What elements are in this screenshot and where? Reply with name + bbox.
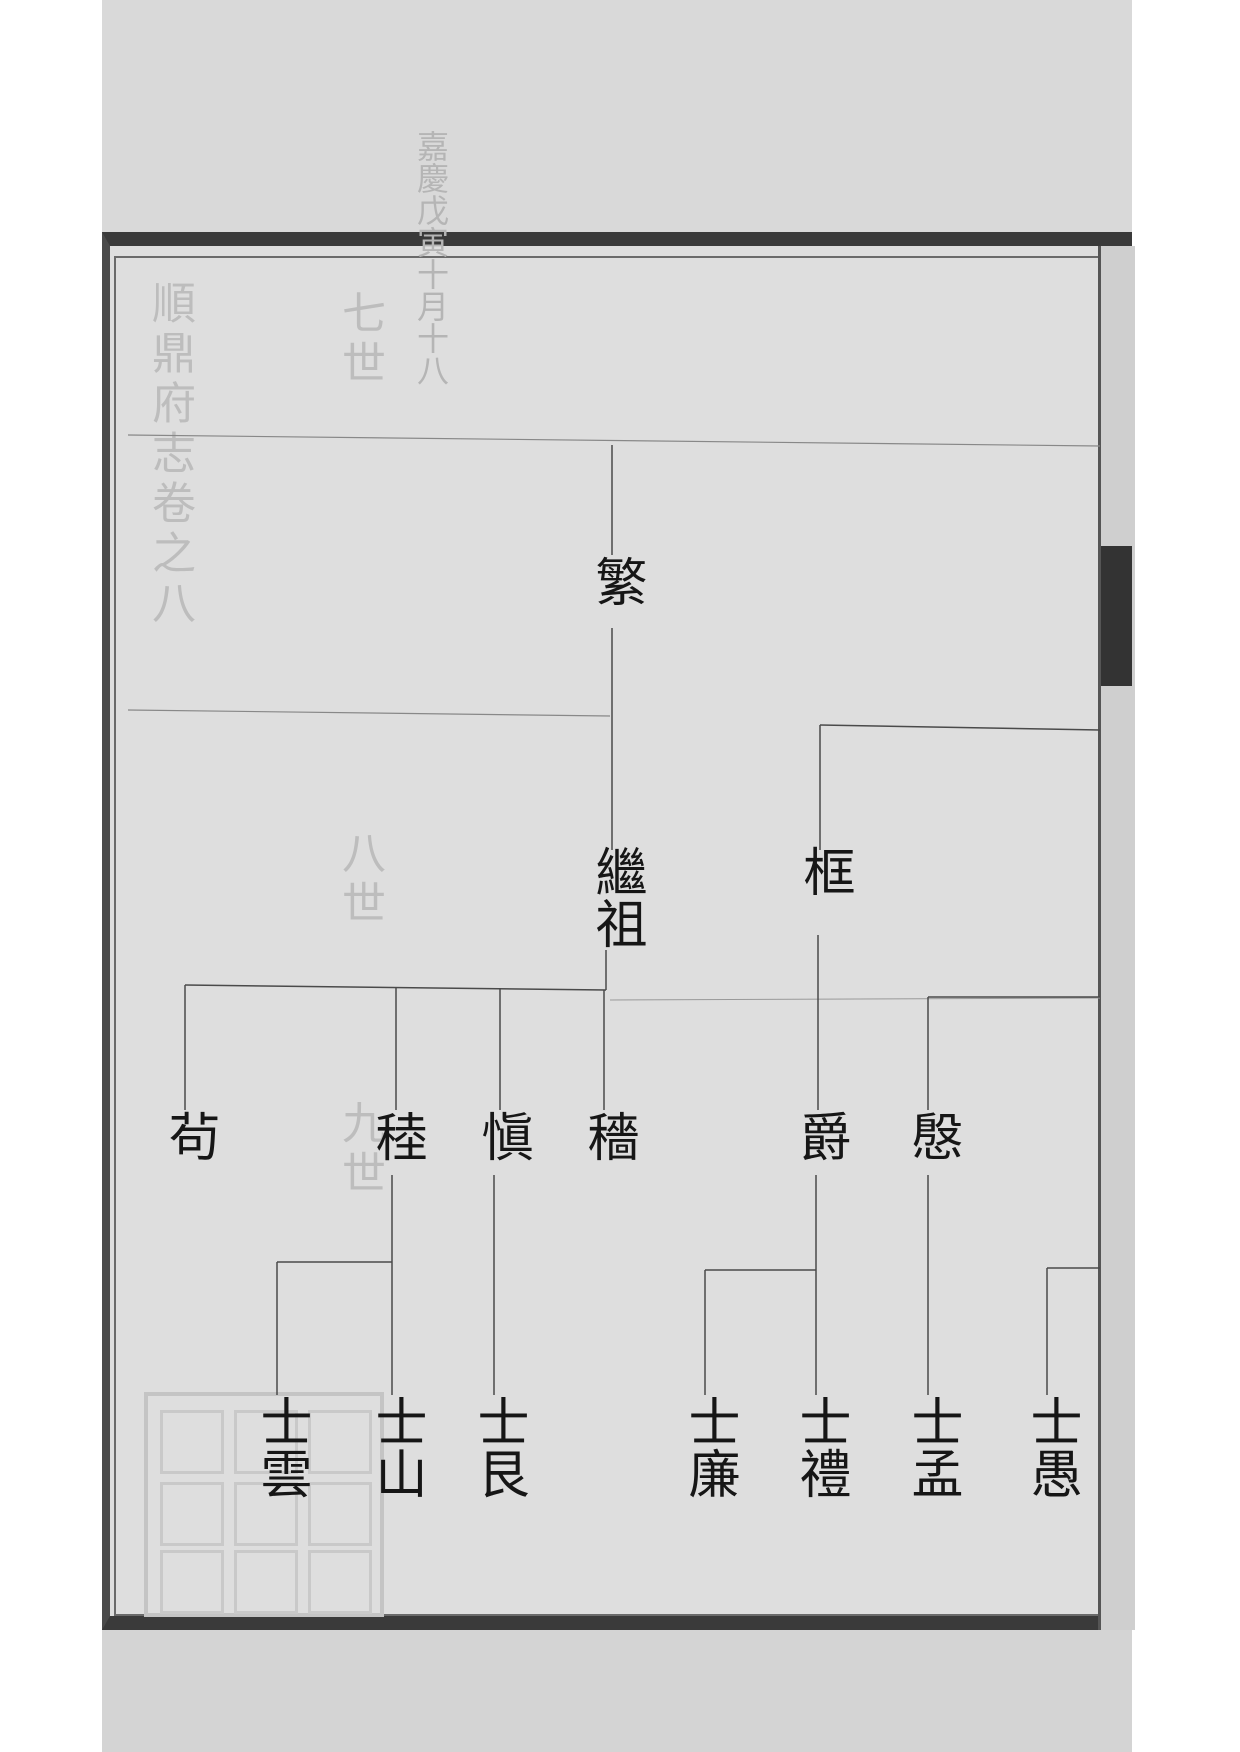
scanned-page: 嘉慶戊寅十月十八 順鼎府志卷之八 七世 八世 九世 [102, 0, 1135, 1752]
register-rule-2 [127, 709, 611, 717]
ghost-generation-7: 七世 [334, 290, 385, 390]
name-kuang: 框 [794, 845, 854, 897]
ghost-header-text: 嘉慶戊寅十月十八 [412, 130, 450, 386]
name-shiyun: 士雲 [251, 1395, 311, 1499]
name-shigen: 士艮 [468, 1395, 528, 1499]
page-spine-edge [1098, 246, 1135, 1630]
line-jizu-bar [184, 984, 607, 991]
ghost-generation-8: 八世 [334, 830, 385, 930]
name-jizu: 繼祖 [586, 845, 646, 949]
name-shili: 士禮 [790, 1395, 850, 1499]
name-lu: 稑 [366, 1110, 426, 1162]
name-qiang: 穡 [578, 1110, 638, 1162]
bottom-margin [102, 1630, 1132, 1752]
name-shiyu: 士愚 [1021, 1395, 1081, 1499]
name-shimeng: 士孟 [902, 1395, 962, 1499]
name-shilian: 士廉 [679, 1395, 739, 1499]
register-rule-1 [127, 434, 1101, 447]
line-kuang-top [819, 724, 1101, 731]
page-border-outer [102, 232, 1132, 1630]
fishtail-mark [1101, 546, 1132, 686]
name-gou: 茍 [159, 1110, 219, 1162]
name-shishan: 士山 [366, 1395, 426, 1499]
top-margin [102, 0, 1132, 232]
library-seal-stamp [144, 1392, 384, 1617]
name-fan: 繁 [586, 555, 646, 607]
name-jue: 爵 [790, 1110, 850, 1162]
register-rule-3 [609, 997, 1101, 1001]
ghost-generation-9: 九世 [334, 1100, 385, 1200]
name-zhen: 愼 [472, 1110, 532, 1162]
name-yin: 慇 [902, 1110, 962, 1162]
ghost-side-text: 順鼎府志卷之八 [144, 280, 195, 630]
